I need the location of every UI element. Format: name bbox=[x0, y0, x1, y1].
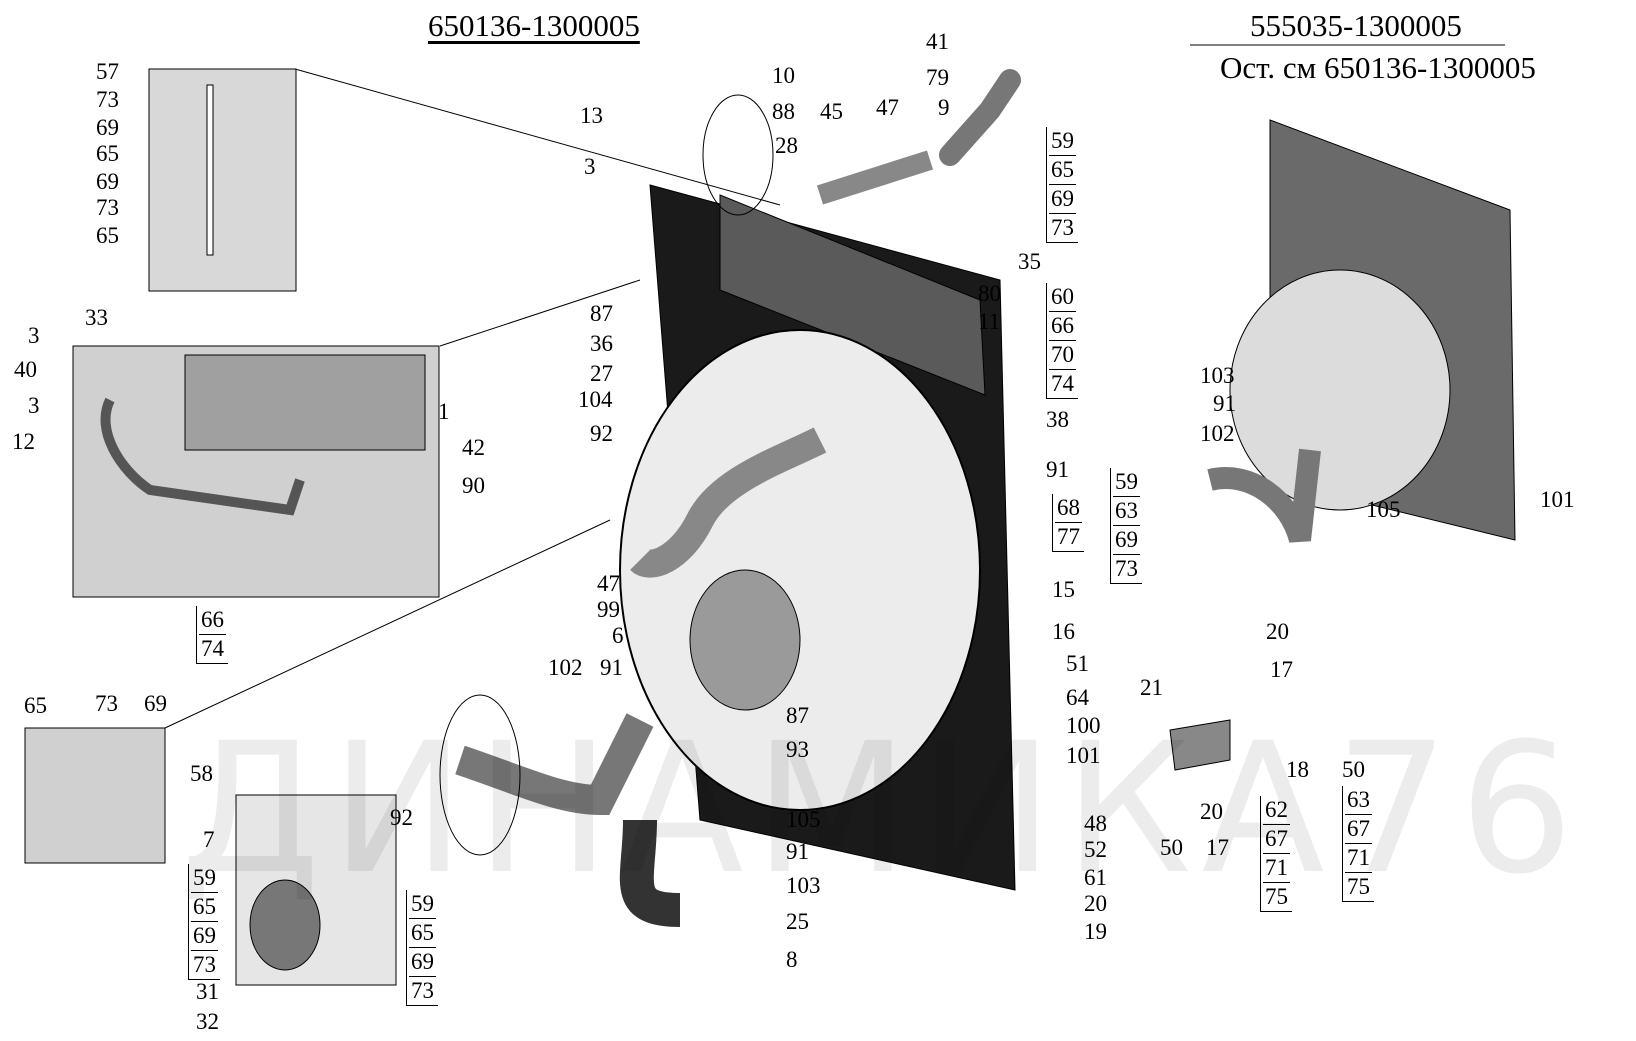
label: 1 bbox=[438, 399, 450, 424]
label: 73 bbox=[95, 691, 118, 716]
label: 69 bbox=[96, 169, 119, 194]
label: 100 bbox=[1066, 713, 1101, 738]
label: 3 bbox=[28, 323, 40, 348]
label: 90 bbox=[462, 473, 485, 498]
label: 52 bbox=[1084, 837, 1107, 862]
fan-hub bbox=[689, 569, 801, 711]
label: 47 bbox=[876, 95, 899, 120]
label: 64 bbox=[1066, 685, 1089, 710]
label: 65 bbox=[96, 141, 119, 166]
label: 45 bbox=[820, 99, 843, 124]
label: 91 bbox=[786, 839, 809, 864]
label: 15 bbox=[1052, 577, 1075, 602]
alt-note: Ост. см 650136-1300005 bbox=[1220, 50, 1536, 85]
label: 50 bbox=[1160, 835, 1183, 860]
label: 103 bbox=[786, 873, 821, 898]
label: 3 bbox=[584, 154, 596, 179]
label: 32 bbox=[196, 1009, 219, 1034]
label: 79 bbox=[926, 65, 949, 90]
label: 11 bbox=[978, 309, 1001, 334]
label: 25 bbox=[786, 909, 809, 934]
label: 80 bbox=[978, 281, 1001, 306]
label: 69 bbox=[144, 691, 167, 716]
label: 50 bbox=[1342, 757, 1365, 782]
label: 17 bbox=[1270, 657, 1293, 682]
bracket bbox=[1169, 719, 1231, 771]
label: 18 bbox=[1286, 757, 1309, 782]
label: 19 bbox=[1084, 919, 1107, 944]
label: 7 bbox=[203, 827, 215, 852]
label: 93 bbox=[786, 737, 809, 762]
label: 47 bbox=[597, 571, 620, 596]
label: 12 bbox=[12, 429, 35, 454]
label: 48 bbox=[1084, 811, 1107, 836]
label: 21 bbox=[1140, 675, 1163, 700]
label: 92 bbox=[590, 421, 613, 446]
alt-title: 555035-1300005 bbox=[1250, 8, 1462, 43]
label: 102 bbox=[548, 655, 583, 680]
label: 101 bbox=[1066, 743, 1101, 768]
inset-bolt-stack bbox=[148, 68, 297, 292]
label: 42 bbox=[462, 435, 485, 460]
label: 6 bbox=[612, 623, 624, 648]
label: 28 bbox=[775, 133, 798, 158]
label: 103 bbox=[1200, 363, 1235, 388]
label: 91 bbox=[600, 655, 623, 680]
label: 61 bbox=[1084, 865, 1107, 890]
label: 65 bbox=[24, 693, 47, 718]
label: 20 bbox=[1084, 891, 1107, 916]
label: 20 bbox=[1200, 799, 1223, 824]
label: 101 bbox=[1540, 487, 1575, 512]
label: 35 bbox=[1018, 249, 1041, 274]
label: 105 bbox=[1366, 497, 1401, 522]
label: 17 bbox=[1206, 835, 1229, 860]
label: 58 bbox=[190, 761, 213, 786]
label: 91 bbox=[1213, 391, 1236, 416]
label: 13 bbox=[580, 103, 603, 128]
label: 38 bbox=[1046, 407, 1069, 432]
label: 57 bbox=[96, 59, 119, 84]
label: 69 bbox=[96, 115, 119, 140]
label: 40 bbox=[14, 357, 37, 382]
label: 9 bbox=[938, 95, 950, 120]
label: 8 bbox=[786, 947, 798, 972]
label: 27 bbox=[590, 361, 613, 386]
main-title: 650136-1300005 bbox=[428, 8, 640, 43]
label: 88 bbox=[772, 99, 795, 124]
label: 31 bbox=[196, 979, 219, 1004]
label: 3 bbox=[28, 393, 40, 418]
label: 91 bbox=[1046, 457, 1069, 482]
label: 41 bbox=[926, 29, 949, 54]
label: 87 bbox=[786, 703, 809, 728]
label: 51 bbox=[1066, 651, 1089, 676]
label: 73 bbox=[96, 87, 119, 112]
watermark: ДИНАМИКА76 bbox=[180, 705, 1584, 914]
label: 102 bbox=[1200, 421, 1235, 446]
label: 92 bbox=[390, 805, 413, 830]
label: 73 bbox=[96, 195, 119, 220]
label: 99 bbox=[597, 597, 620, 622]
label: 33 bbox=[85, 305, 108, 330]
label: 104 bbox=[578, 387, 613, 412]
label: 10 bbox=[772, 63, 795, 88]
label: 16 bbox=[1052, 619, 1075, 644]
label: 65 bbox=[96, 223, 119, 248]
label: 36 bbox=[590, 331, 613, 356]
label: 20 bbox=[1266, 619, 1289, 644]
label: 87 bbox=[590, 301, 613, 326]
inset-nut-washer bbox=[24, 727, 166, 864]
label: 105 bbox=[786, 807, 821, 832]
